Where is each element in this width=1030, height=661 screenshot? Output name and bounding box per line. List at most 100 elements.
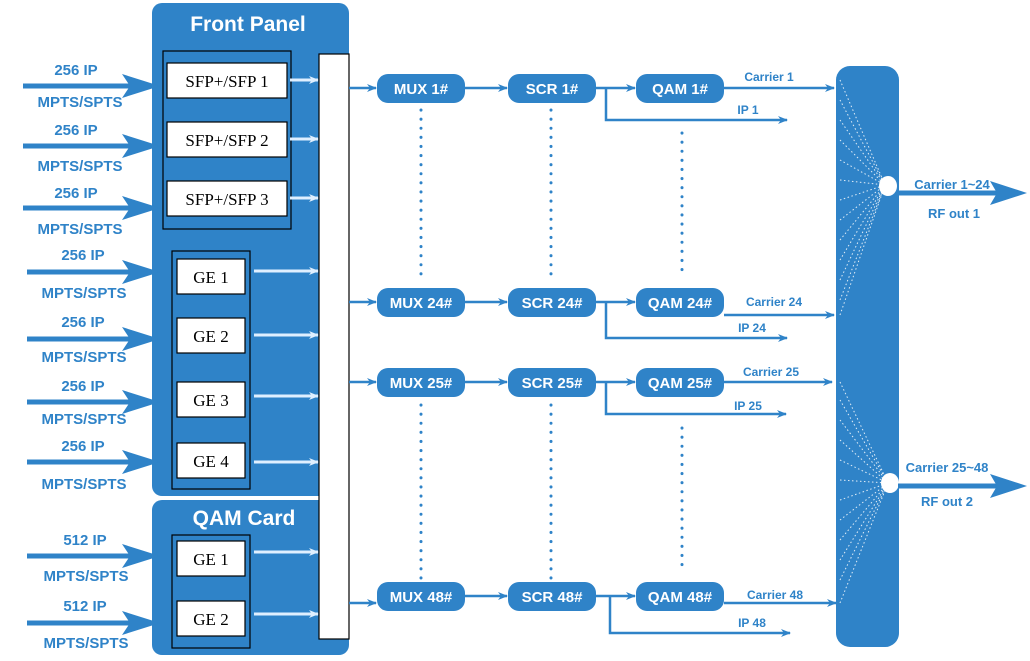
fan-lines-2 bbox=[839, 381, 889, 604]
qam-card-title: QAM Card bbox=[193, 507, 296, 530]
qam-box bbox=[636, 288, 724, 317]
scr-box bbox=[508, 368, 596, 397]
ge-port-label: GE 1 bbox=[193, 268, 228, 287]
ge-port-label: GE 2 bbox=[193, 327, 228, 346]
qam-ge-group-frame bbox=[171, 534, 251, 649]
ellipsis-dots bbox=[419, 108, 684, 580]
scr-label: SCR 25# bbox=[522, 375, 584, 392]
output-carriers-label: Carrier 1~24 bbox=[914, 177, 990, 192]
rf-combiner bbox=[836, 66, 899, 647]
input-ip-count: 512 IP bbox=[63, 532, 106, 549]
mux-label: MUX 48# bbox=[390, 589, 453, 606]
input-ip-count: 256 IP bbox=[54, 122, 97, 139]
scr-box bbox=[508, 582, 596, 611]
carrier-label: Carrier 48 bbox=[747, 588, 803, 602]
qam-ge-port: GE 2 bbox=[176, 600, 246, 637]
fan-lines-1 bbox=[839, 79, 886, 316]
input-ip-count: 256 IP bbox=[54, 185, 97, 202]
input-stream-type: MPTS/SPTS bbox=[41, 349, 126, 366]
ip-output-label: IP 24 bbox=[738, 321, 766, 335]
output-carriers-label: Carrier 25~48 bbox=[906, 460, 989, 475]
ge-port-label: GE 4 bbox=[193, 452, 229, 471]
arrowhead-icon bbox=[122, 390, 160, 414]
ge-port-label: GE 3 bbox=[193, 391, 228, 410]
qam-box bbox=[636, 582, 724, 611]
internal-bus bbox=[318, 53, 350, 640]
scr-label: SCR 24# bbox=[522, 295, 584, 312]
ge-port: GE 3 bbox=[176, 381, 246, 418]
sfp-port: SFP+/SFP 2 bbox=[166, 121, 288, 158]
input-ip-count: 256 IP bbox=[61, 247, 104, 264]
mux-box bbox=[377, 582, 465, 611]
mux-label: MUX 1# bbox=[394, 81, 449, 98]
input-ip-count: 256 IP bbox=[61, 378, 104, 395]
ge-port: GE 1 bbox=[176, 258, 246, 295]
input-ip-count: 512 IP bbox=[63, 598, 106, 615]
mux-box bbox=[377, 288, 465, 317]
chain-row: MUX 25# SCR 25# QAM 25# Carrier 25 IP 25 bbox=[349, 365, 833, 418]
arrowhead-icon bbox=[122, 196, 160, 220]
carrier-label: Carrier 25 bbox=[743, 365, 799, 379]
sfp-port-label: SFP+/SFP 1 bbox=[185, 72, 268, 91]
qam-label: QAM 25# bbox=[648, 375, 713, 392]
sfp-port: SFP+/SFP 1 bbox=[166, 62, 288, 99]
ge-group-frame bbox=[171, 250, 251, 490]
front-panel-title: Front Panel bbox=[190, 13, 306, 36]
qam-label: QAM 24# bbox=[648, 295, 713, 312]
sfp-port: SFP+/SFP 3 bbox=[166, 180, 288, 217]
input-stream-type: MPTS/SPTS bbox=[37, 158, 122, 175]
arrowhead-icon bbox=[122, 544, 160, 568]
scr-box bbox=[508, 74, 596, 103]
mux-label: MUX 24# bbox=[390, 295, 453, 312]
input-stream-type: MPTS/SPTS bbox=[43, 635, 128, 652]
qam-ge-port-label: GE 1 bbox=[193, 550, 228, 569]
ge-port: GE 2 bbox=[176, 317, 246, 354]
scr-box bbox=[508, 288, 596, 317]
arrowhead-icon bbox=[122, 74, 160, 98]
arrowhead-icon bbox=[122, 611, 160, 635]
output-rf-label: RF out 1 bbox=[928, 206, 980, 221]
mux-box bbox=[377, 368, 465, 397]
input-stream-type: MPTS/SPTS bbox=[41, 476, 126, 493]
combiner-node-1 bbox=[879, 176, 897, 196]
ip-output-label: IP 25 bbox=[734, 399, 762, 413]
qam-ge-port-label: GE 2 bbox=[193, 610, 228, 629]
arrowhead-icon bbox=[990, 474, 1027, 498]
qam-box bbox=[636, 368, 724, 397]
input-labels: 256 IP MPTS/SPTS 256 IP MPTS/SPTS 256 IP… bbox=[37, 62, 128, 652]
carrier-label: Carrier 24 bbox=[746, 295, 802, 309]
input-stream-type: MPTS/SPTS bbox=[41, 411, 126, 428]
input-ip-count: 256 IP bbox=[61, 438, 104, 455]
mux-label: MUX 25# bbox=[390, 375, 453, 392]
sfp-port-label: SFP+/SFP 2 bbox=[185, 131, 268, 150]
sfp-port-label: SFP+/SFP 3 bbox=[185, 190, 268, 209]
mux-box bbox=[377, 74, 465, 103]
ip-output-label: IP 48 bbox=[738, 616, 766, 630]
input-stream-type: MPTS/SPTS bbox=[37, 221, 122, 238]
qam-label: QAM 1# bbox=[652, 81, 709, 98]
output-rf-label: RF out 2 bbox=[921, 494, 973, 509]
qam-ge-port: GE 1 bbox=[176, 540, 246, 577]
carrier-label: Carrier 1 bbox=[744, 70, 794, 84]
combiner-node-2 bbox=[881, 473, 899, 493]
chain-row: MUX 1# SCR 1# QAM 1# Carrier 1 IP 1 bbox=[349, 70, 835, 124]
qam-box bbox=[636, 74, 724, 103]
arrowhead-icon bbox=[122, 450, 160, 474]
scr-label: SCR 1# bbox=[526, 81, 579, 98]
input-stream-type: MPTS/SPTS bbox=[43, 568, 128, 585]
arrowhead-icon bbox=[122, 327, 160, 351]
chain-row: MUX 48# SCR 48# QAM 48# Carrier 48 IP 48 bbox=[349, 582, 837, 637]
arrowhead-icon bbox=[122, 260, 160, 284]
input-ip-count: 256 IP bbox=[54, 62, 97, 79]
input-stream-type: MPTS/SPTS bbox=[41, 285, 126, 302]
qam-label: QAM 48# bbox=[648, 589, 713, 606]
ge-port: GE 4 bbox=[176, 442, 246, 479]
scr-label: SCR 48# bbox=[522, 589, 584, 606]
arrowhead-icon bbox=[122, 134, 160, 158]
ip-output-label: IP 1 bbox=[737, 103, 758, 117]
arrowhead-icon bbox=[990, 181, 1027, 205]
chain-row: MUX 24# SCR 24# QAM 24# Carrier 24 IP 24 bbox=[349, 288, 835, 342]
port-to-bus-arrows bbox=[254, 76, 319, 618]
input-ip-count: 256 IP bbox=[61, 314, 104, 331]
